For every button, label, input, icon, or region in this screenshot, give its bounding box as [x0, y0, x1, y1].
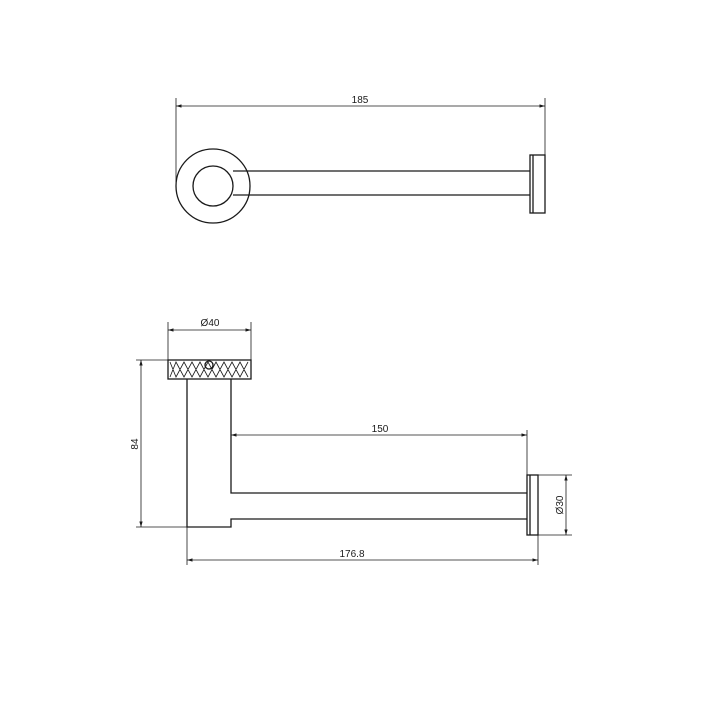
wall-plate-side — [526, 474, 539, 536]
cap-inner-circle — [192, 165, 234, 207]
knurl-pattern — [169, 361, 249, 378]
dim-label-30: Ø30 — [555, 495, 566, 514]
dim-label-150: 150 — [372, 424, 389, 435]
arm-top — [233, 170, 530, 196]
wall-plate-top — [529, 154, 546, 214]
set-screw — [204, 360, 214, 370]
knurled-cap — [167, 359, 252, 380]
dim-label-176-8: 176.8 — [339, 549, 364, 560]
dim-label-185: 185 — [352, 95, 369, 106]
cap-outer-circle — [175, 148, 251, 224]
dim-label-40: Ø40 — [201, 318, 220, 329]
post-and-arm — [186, 379, 527, 528]
side-view: Ø40 84 150 Ø30 176.8 — [130, 318, 572, 565]
dim-label-84: 84 — [130, 438, 141, 450]
top-view: 185 — [175, 95, 546, 224]
